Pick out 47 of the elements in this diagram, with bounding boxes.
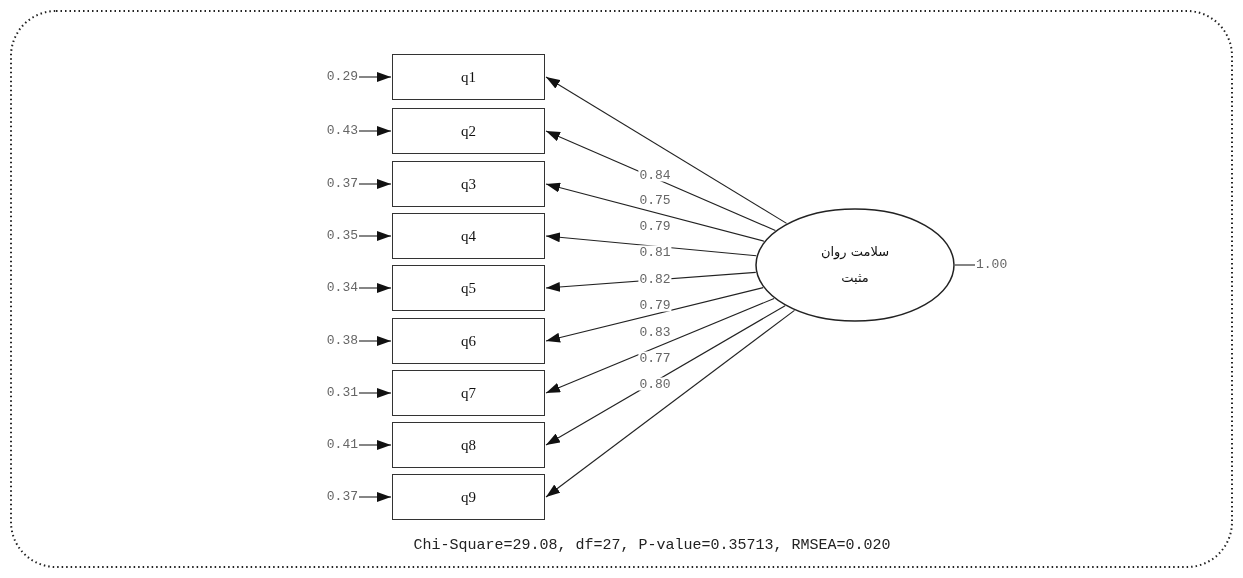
- variable-box: q1: [392, 54, 545, 100]
- arrow: [545, 305, 786, 446]
- arrow: [545, 287, 764, 343]
- arrow: [358, 283, 392, 293]
- error-value: 0.34: [300, 281, 358, 295]
- error-value: 0.43: [300, 124, 358, 138]
- error-value: 0.35: [300, 229, 358, 243]
- arrow: [358, 231, 392, 241]
- arrow: [545, 297, 775, 394]
- edge-label: 0.80: [638, 377, 672, 391]
- fit-statistics: Chi-Square=29.08, df=27, P-value=0.35713, RMSEA=0.020: [413, 536, 891, 554]
- variable-box: q3: [392, 161, 545, 207]
- variable-box: q9: [392, 474, 545, 520]
- variable-box: q6: [392, 318, 545, 364]
- edge-label: 0.81: [638, 245, 672, 259]
- edge-label: 0.82: [638, 272, 672, 286]
- edge-label: 0.84: [638, 168, 672, 182]
- error-value: 0.37: [300, 490, 358, 504]
- error-value: 0.31: [300, 386, 358, 400]
- arrow: [358, 126, 392, 136]
- error-value: 0.41: [300, 438, 358, 452]
- connector-line: [954, 264, 976, 266]
- arrow: [358, 179, 392, 189]
- edge-label: 0.79: [638, 219, 672, 233]
- edge-label: 0.79: [638, 298, 672, 312]
- error-value: 0.29: [300, 70, 358, 84]
- arrow: [545, 309, 796, 498]
- error-value: 0.38: [300, 334, 358, 348]
- variable-box: q8: [392, 422, 545, 468]
- arrow: [545, 76, 788, 224]
- arrow: [545, 182, 765, 242]
- variable-box: q2: [392, 108, 545, 154]
- arrow: [358, 492, 392, 502]
- arrow: [358, 72, 392, 82]
- variable-box: q5: [392, 265, 545, 311]
- edge-label: 0.77: [638, 351, 672, 365]
- edge-label: 0.83: [638, 325, 672, 339]
- variable-box: q7: [392, 370, 545, 416]
- arrow: [358, 388, 392, 398]
- arrow: [358, 440, 392, 450]
- factor-ellipse: سلامت روان مثبت: [755, 208, 955, 322]
- error-value: 0.37: [300, 177, 358, 191]
- variance-value: 1.00: [976, 258, 1026, 272]
- variable-box: q4: [392, 213, 545, 259]
- arrow: [358, 336, 392, 346]
- arrow: [545, 130, 776, 232]
- edge-label: 0.75: [638, 193, 672, 207]
